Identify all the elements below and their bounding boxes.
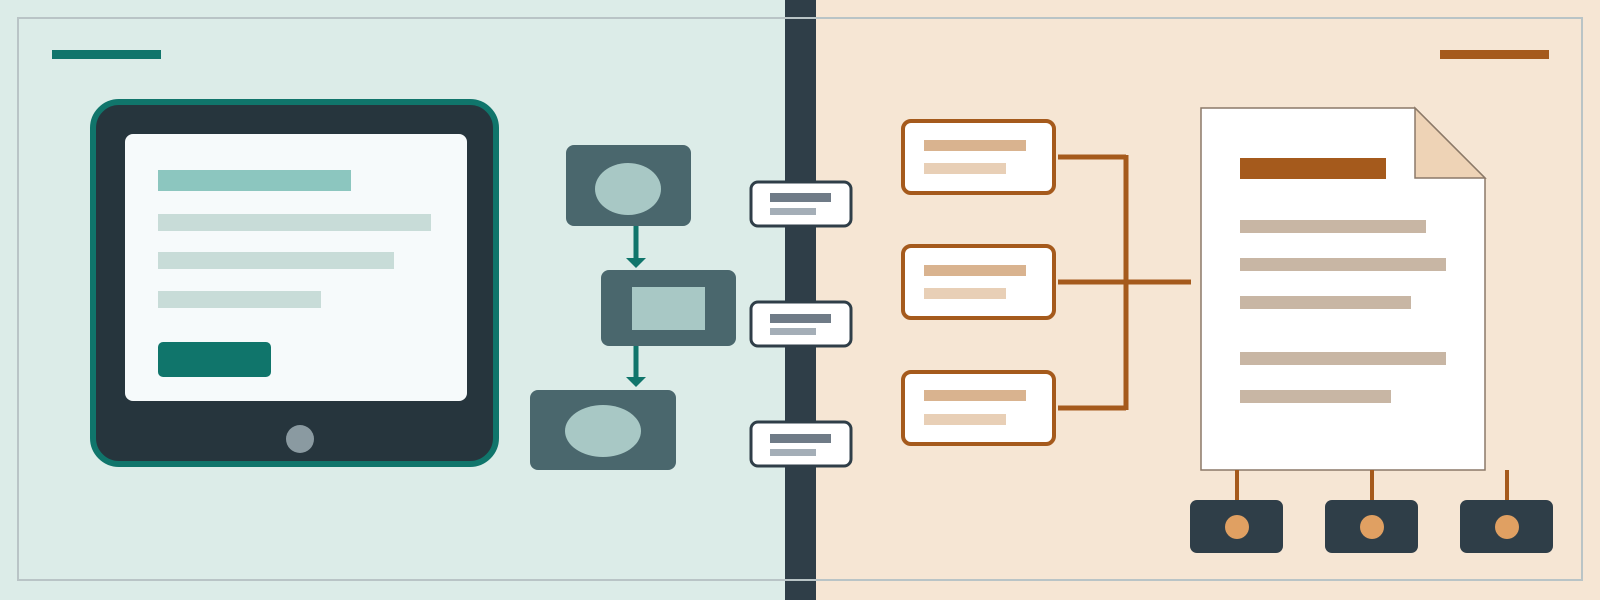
connector-tag-2 xyxy=(749,300,853,348)
screen-text-line-1 xyxy=(158,214,431,231)
text-card-3 xyxy=(901,370,1056,446)
document-heading-bar xyxy=(1240,158,1386,179)
flow-node-middle-rect xyxy=(632,287,705,330)
connector-tag-3-line-2 xyxy=(770,449,816,456)
server-node-3-dot xyxy=(1495,515,1519,539)
flow-node-top-ellipse xyxy=(595,163,661,215)
text-card-1 xyxy=(901,119,1056,195)
server-node-icon xyxy=(1190,470,1553,553)
bracket-connector xyxy=(1058,154,1191,411)
connector-tag-1 xyxy=(749,180,853,228)
center-divider xyxy=(785,0,816,600)
flow-arrow-2-head xyxy=(626,377,646,387)
flowchart-icon xyxy=(530,145,736,470)
tablet-home-button xyxy=(286,425,314,453)
text-card-icon xyxy=(901,119,1056,446)
connector-tag-2-line-1 xyxy=(770,314,831,323)
document-fold xyxy=(1414,106,1487,179)
document-page xyxy=(1200,107,1486,471)
connector-tag-2-line-2 xyxy=(770,328,816,335)
screen-text-line-2 xyxy=(158,252,394,269)
screen-text-line-3 xyxy=(158,291,321,308)
tablet-icon xyxy=(90,99,499,467)
flow-node-bottom-ellipse xyxy=(565,405,641,457)
text-card-3-line-2 xyxy=(924,414,1006,425)
document-line-2 xyxy=(1240,258,1446,271)
document-line-5 xyxy=(1240,390,1391,403)
text-card-3-line-1 xyxy=(924,390,1026,401)
text-card-2 xyxy=(901,244,1056,320)
document-line-3 xyxy=(1240,296,1411,309)
screen-action-button xyxy=(158,342,271,377)
document-icon xyxy=(1200,106,1487,471)
connector-tag-1-line-1 xyxy=(770,193,831,202)
right-accent-bar xyxy=(1440,50,1549,59)
text-card-1-line-2 xyxy=(924,163,1006,174)
flow-arrow-1-head xyxy=(626,258,646,268)
text-card-2-line-1 xyxy=(924,265,1026,276)
left-accent-bar xyxy=(52,50,161,59)
document-line-4 xyxy=(1240,352,1446,365)
connector-tag-icon xyxy=(749,180,853,468)
connector-tag-3 xyxy=(749,420,853,468)
frame-border xyxy=(17,17,1583,581)
server-node-2-dot xyxy=(1360,515,1384,539)
connector-tag-3-line-1 xyxy=(770,434,831,443)
text-card-2-line-2 xyxy=(924,288,1006,299)
text-card-1-line-1 xyxy=(924,140,1026,151)
screen-title-bar xyxy=(158,170,351,191)
server-node-1-dot xyxy=(1225,515,1249,539)
document-line-1 xyxy=(1240,220,1426,233)
connector-tag-1-line-2 xyxy=(770,208,816,215)
